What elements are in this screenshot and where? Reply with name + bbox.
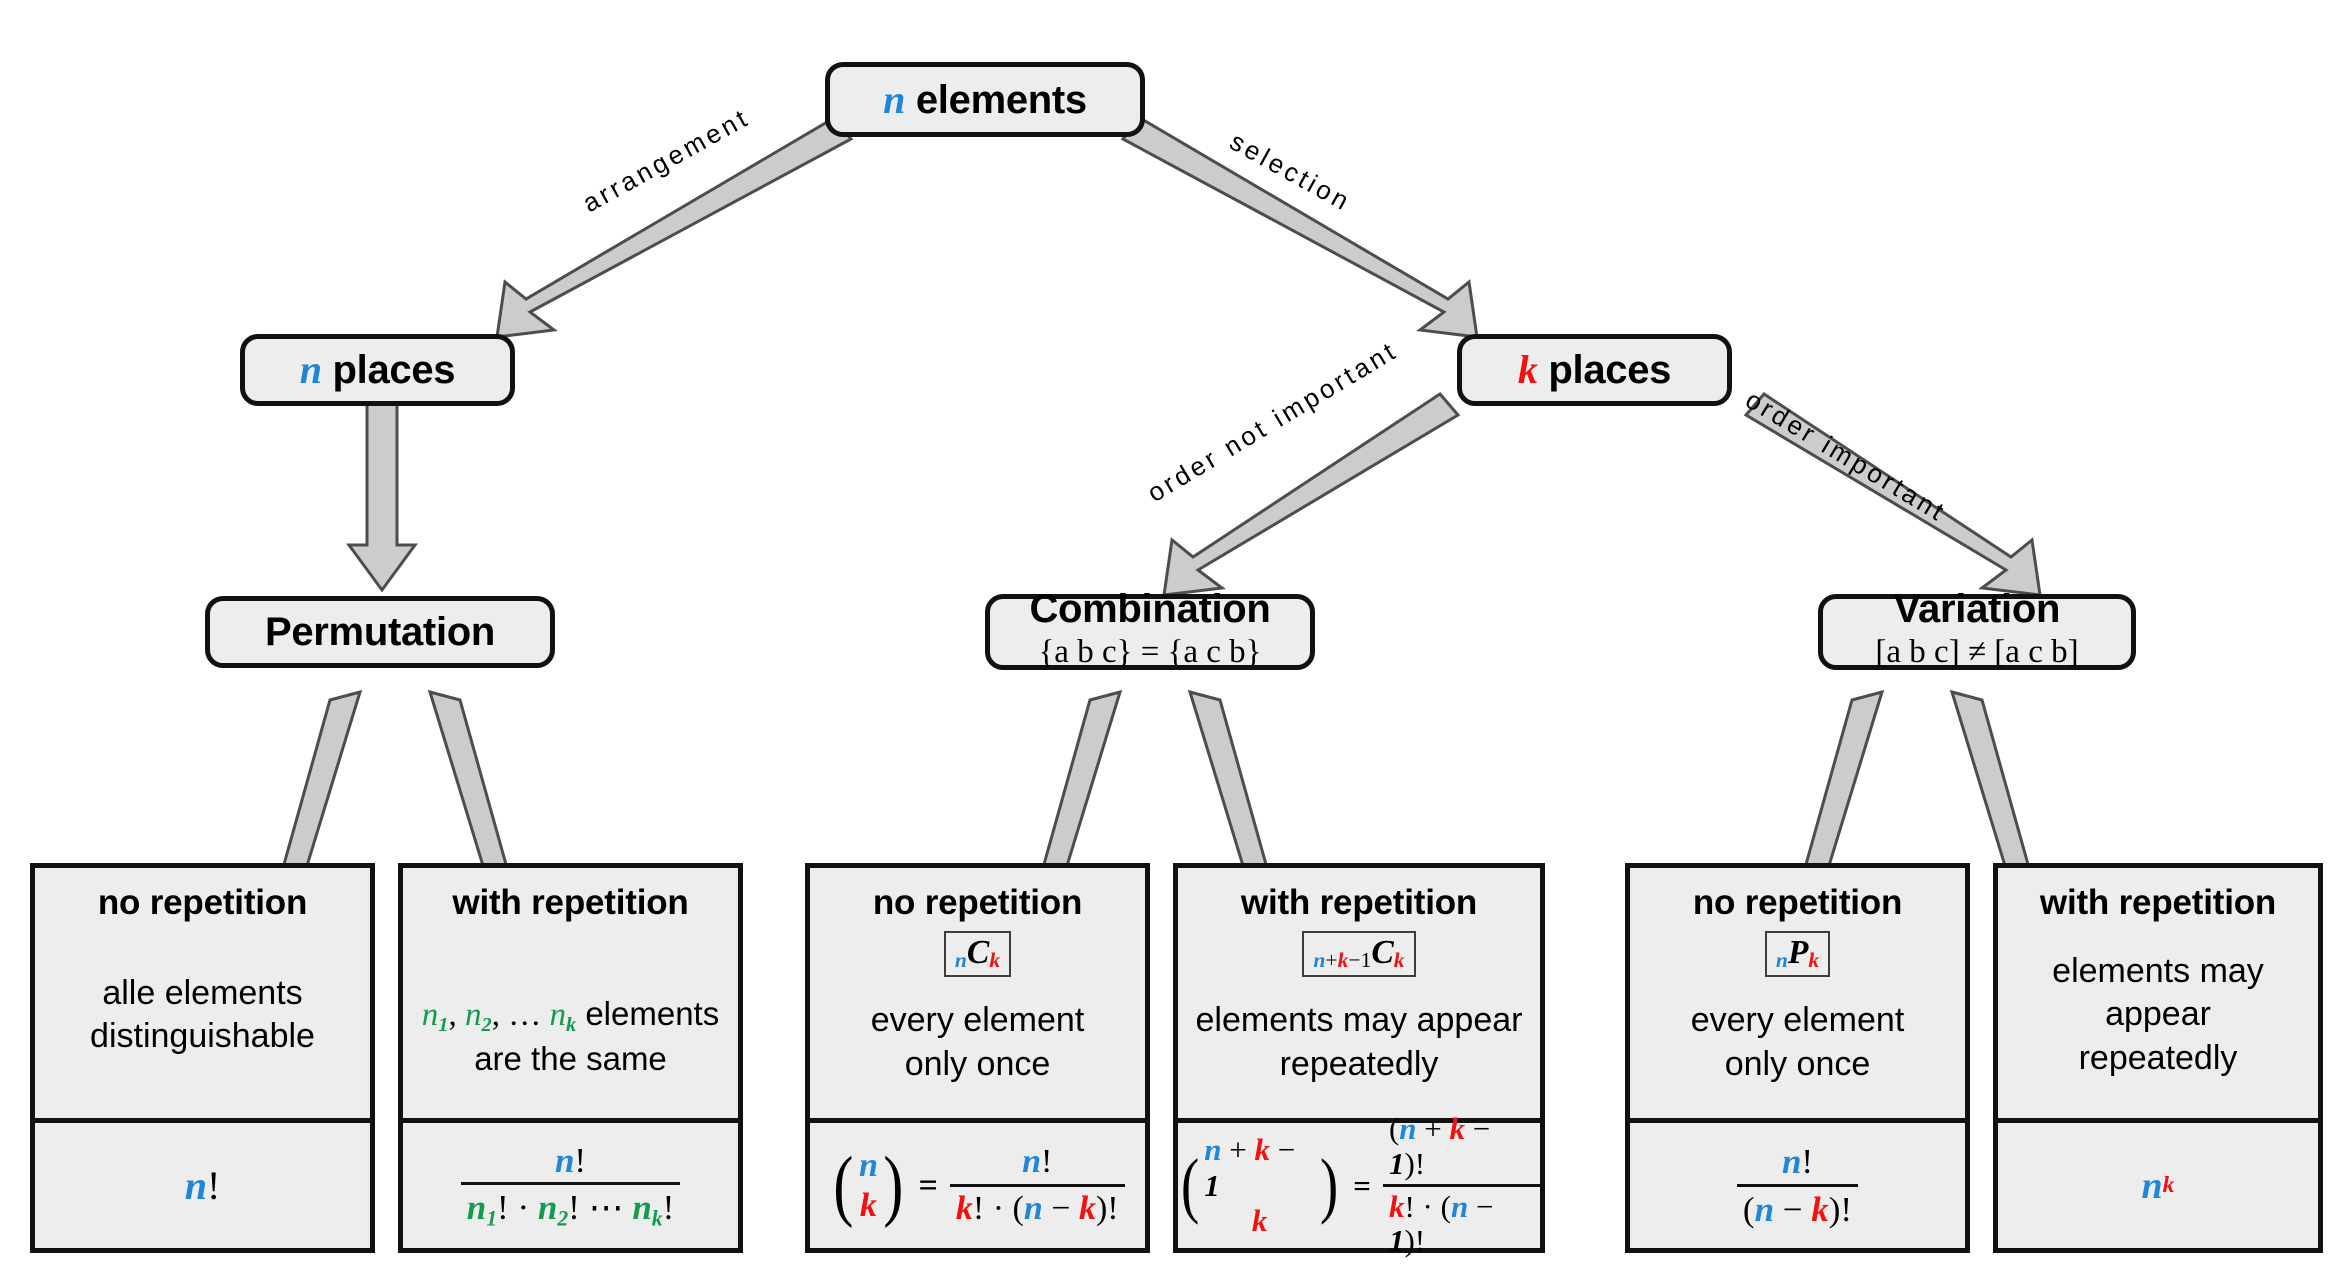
edge-label-order-important: order important (1740, 384, 1953, 528)
variable-k: k (1517, 347, 1538, 392)
numerator: n! (554, 1140, 587, 1180)
card-combination-no-repetition[interactable]: no repetition nCk every element only onc… (805, 863, 1150, 1253)
variable-k-exponent: k (2162, 1172, 2175, 1198)
card-variation-with-repetition[interactable]: with repetition elements may appear repe… (1993, 863, 2323, 1253)
fraction: n! (n − k)! (1736, 1142, 1859, 1229)
ellipsis: , … (491, 996, 550, 1033)
node-k-places[interactable]: k places (1457, 334, 1732, 406)
numerator: n! (1022, 1143, 1053, 1181)
denominator: (n − k)! (1736, 1183, 1859, 1229)
card-symbol-nPk: nPk (1764, 930, 1831, 978)
right-paren: ) (883, 1141, 904, 1230)
card-top: no repetition nCk every element only onc… (810, 868, 1145, 1118)
numerator: (n + k − 1)! (1388, 1111, 1491, 1181)
card-permutation-no-repetition[interactable]: no repetition alle elements distinguisha… (30, 863, 375, 1253)
card-description: elements may appear repeatedly (2052, 951, 2264, 1077)
card-formula: n! (35, 1118, 370, 1248)
denominator: k! · (n − 1)! (1382, 1183, 1540, 1259)
equals-sign: = (1353, 1167, 1371, 1203)
fraction: n! n1! · n2! ⋯ nk! (460, 1140, 681, 1231)
card-symbol-nCk: nCk (943, 930, 1012, 978)
card-header: no repetition (872, 883, 1083, 922)
card-top: with repetition elements may appear repe… (1998, 868, 2318, 1118)
binom-stack: n k (857, 1146, 880, 1224)
node-k-places-label: k places (1517, 347, 1672, 392)
numerator: n! (1781, 1142, 1814, 1182)
card-combination-with-repetition[interactable]: with repetition n+k−1Ck elements may app… (1173, 863, 1545, 1258)
card-header: no repetition (97, 883, 308, 922)
node-permutation-title: Permutation (264, 610, 496, 654)
card-top: no repetition alle elements distinguisha… (35, 868, 370, 1118)
node-n-places-label: n places (299, 347, 456, 392)
variable-n2: n2 (464, 996, 492, 1036)
edge-label-selection: selection (1224, 125, 1357, 218)
variable-k: k (859, 1186, 877, 1224)
variable-n: n (299, 347, 322, 392)
denominator: n1! · n2! ⋯ nk! (460, 1181, 681, 1231)
variable-n1: n1 (421, 996, 449, 1036)
card-header: with repetition (452, 883, 689, 922)
arrow-k-places-to-combination (1162, 392, 1461, 597)
card-description: elements may appear repeatedly (1195, 1001, 1523, 1083)
variable-k: k (1251, 1203, 1268, 1239)
card-header: with repetition (1240, 883, 1478, 922)
arrow-n-places-to-permutation (346, 388, 418, 593)
variable-n: n (2141, 1164, 2163, 1207)
binomial-coefficient: ( n + k − 1 k ) (1178, 1132, 1341, 1239)
fraction: (n + k − 1)! k! · (n − 1)! (1382, 1111, 1540, 1259)
card-header: with repetition (2039, 883, 2277, 922)
variable-n: n (184, 1163, 207, 1208)
edge-label-arrangement: arrangement (577, 101, 755, 219)
variable-nk: nk (549, 996, 577, 1036)
card-variation-no-repetition[interactable]: no repetition nPk every element only onc… (1625, 863, 1970, 1253)
denominator: k! · (n − k)! (949, 1183, 1125, 1228)
factorial-sign: ! (206, 1163, 221, 1208)
fraction: n! k! · (n − k)! (949, 1143, 1125, 1228)
card-formula: ( n + k − 1 k ) = (n + k − 1)! k! · (n −… (1178, 1111, 1540, 1258)
card-symbol-n-plus-k-minus-1-C-k: n+k−1Ck (1302, 930, 1416, 978)
binomial-coefficient: ( n k ) (830, 1141, 906, 1230)
node-n-elements[interactable]: n elements (825, 62, 1145, 137)
edge-label-order-not-important: order not important (1142, 334, 1403, 508)
right-paren: ) (1320, 1144, 1339, 1226)
card-formula: n! (n − k)! (1630, 1118, 1965, 1248)
binom-top: n + k − 1 (1204, 1132, 1296, 1203)
variable-n: n (883, 76, 906, 122)
card-description: alle elements distinguishable (90, 973, 315, 1056)
node-n-places[interactable]: n places (240, 334, 515, 406)
card-formula: ( n k ) = n! k! · (n − k)! (810, 1118, 1145, 1248)
card-header: no repetition (1692, 883, 1903, 922)
node-variation-title: Variation (1893, 587, 2061, 632)
node-combination-title: Combination (1029, 587, 1271, 632)
card-top: no repetition nPk every element only onc… (1630, 868, 1965, 1118)
node-variation-subtitle: [a b c] ≠ [a c b] (1875, 634, 2079, 671)
left-paren: ( (833, 1141, 854, 1230)
node-permutation[interactable]: Permutation (205, 596, 555, 668)
node-combination-subtitle: {a b c} = {a c b} (1038, 634, 1262, 671)
card-top: with repetition n+k−1Ck elements may app… (1178, 868, 1540, 1118)
node-n-elements-label: n elements (883, 76, 1087, 122)
card-description: every element only once (1690, 1001, 1905, 1083)
card-formula: n! n1! · n2! ⋯ nk! (403, 1118, 738, 1248)
comma: , (448, 996, 465, 1033)
card-description: every element only once (870, 1001, 1085, 1083)
binom-stack: n + k − 1 k (1202, 1132, 1317, 1239)
arrow-root-to-k-places (1120, 116, 1479, 339)
node-variation[interactable]: Variation [a b c] ≠ [a c b] (1818, 588, 2136, 671)
variable-n: n (858, 1147, 878, 1185)
equals-sign: = (918, 1166, 938, 1204)
left-paren: ( (1181, 1144, 1200, 1226)
node-combination[interactable]: Combination {a b c} = {a c b} (985, 588, 1315, 671)
